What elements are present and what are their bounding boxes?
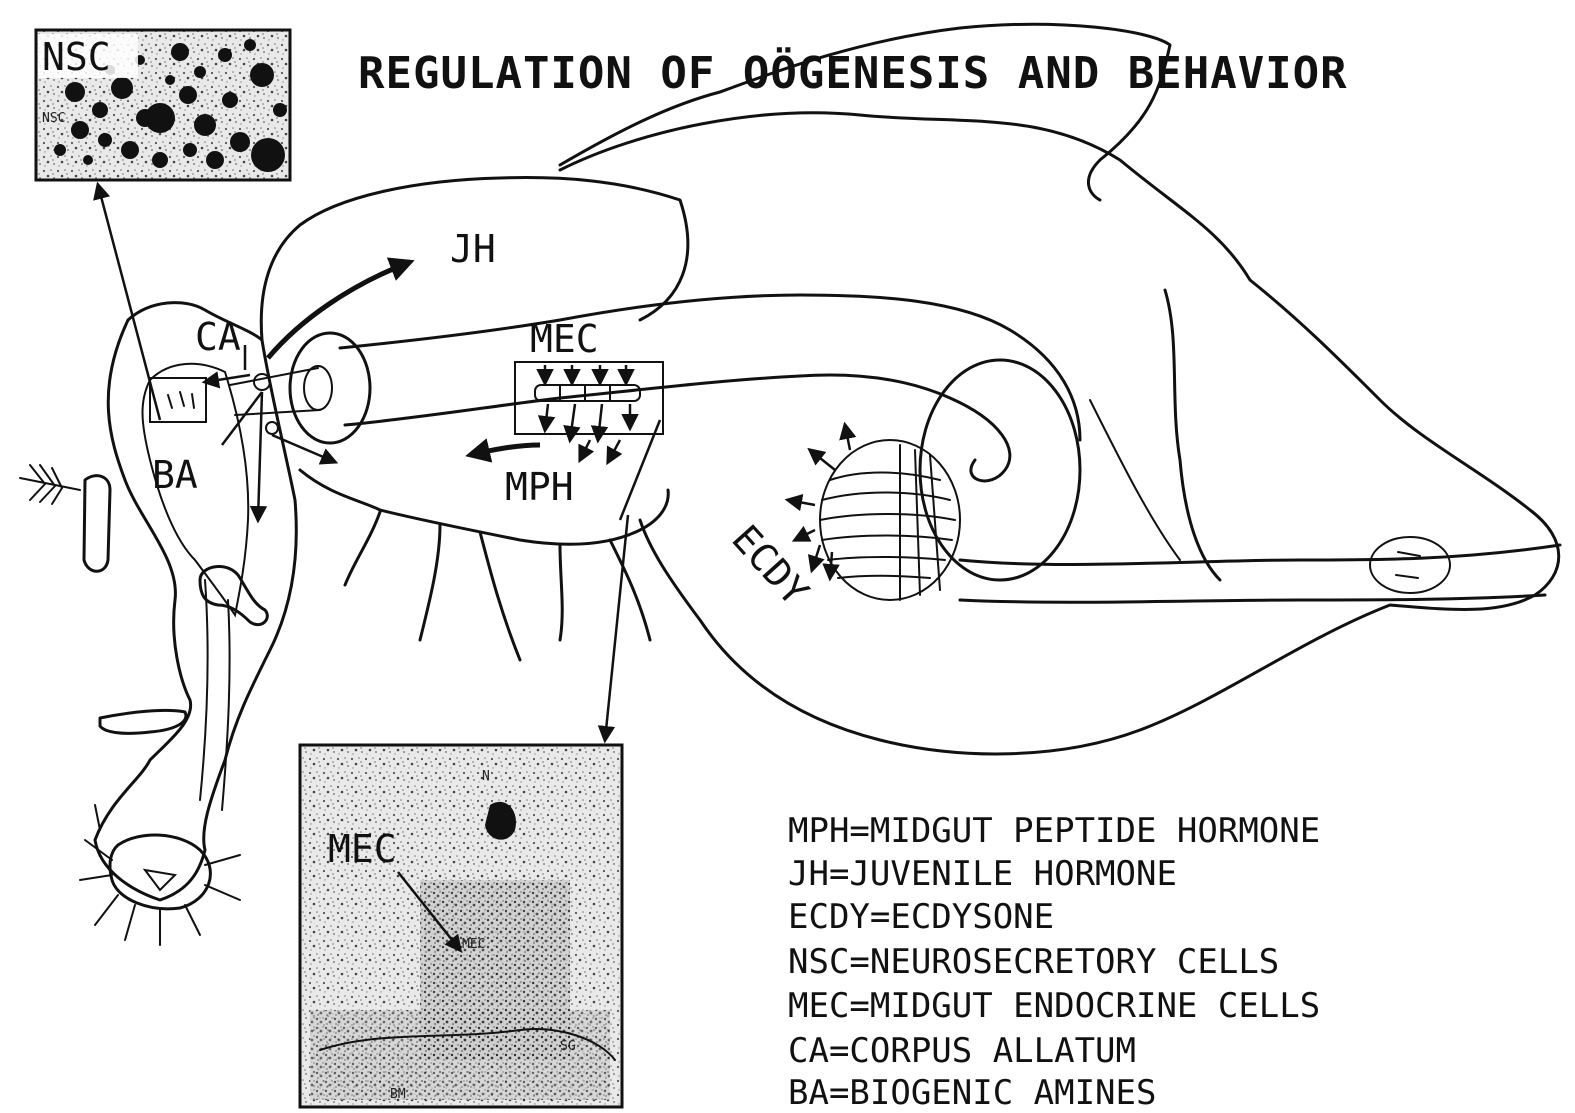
ovary-outline <box>560 113 1559 754</box>
mec-inset-pointer <box>605 515 628 740</box>
ovarioles <box>820 440 960 600</box>
nsc-inset-pointer <box>98 185 160 420</box>
antenna-stub <box>84 476 110 572</box>
mec-inset-sg: SG <box>560 1039 576 1054</box>
nsc-inset-faint-label: NSC <box>42 111 65 126</box>
ecdy-release-arrows <box>788 425 850 578</box>
ganglion-nerves <box>80 805 240 945</box>
legend-item: CA=CORPUS ALLATUM <box>788 1031 1136 1071</box>
ganglion-inner <box>145 870 175 890</box>
oviduct-branch <box>1165 290 1220 580</box>
label-ca: CA <box>195 315 241 359</box>
gut-lower-outline <box>300 470 668 544</box>
oviduct-branch-inner <box>1090 400 1180 560</box>
legend-item: MEC=MIDGUT ENDOCRINE CELLS <box>788 986 1320 1026</box>
crop-ring-outer <box>290 333 370 443</box>
ba-marks <box>168 392 194 408</box>
mec-box <box>515 362 663 434</box>
nsc-inset: NSC NSC <box>36 30 290 180</box>
label-ba: BA <box>152 453 198 497</box>
legend-item: ECDY=ECDYSONE <box>788 897 1054 937</box>
spermatheca-marks <box>1396 552 1420 578</box>
ca-gland <box>254 374 270 390</box>
diagram-title: REGULATION OF OÖGENESIS AND BEHAVIOR <box>358 46 1348 99</box>
legend-item: JH=JUVENILE HORMONE <box>788 854 1177 894</box>
ca-gland-2 <box>266 422 278 434</box>
mec-inset-bm: BM <box>390 1087 406 1102</box>
mec-inset-n: N <box>482 769 490 784</box>
label-jh: JH <box>450 227 496 271</box>
nsc-inset-label: NSC <box>42 35 111 79</box>
label-ecdy: ECDY <box>723 517 817 615</box>
leg-stub <box>100 710 186 733</box>
midgut-tube-lower <box>345 375 1010 481</box>
esophagus-tube <box>200 580 230 810</box>
head-outline <box>95 303 296 900</box>
legend-item: MPH=MIDGUT PEPTIDE HORMONE <box>788 811 1320 851</box>
mec-secretion-arrows <box>545 365 630 462</box>
neck-knob <box>200 566 267 624</box>
antenna-feather <box>20 465 80 504</box>
label-mph: MPH <box>505 465 574 509</box>
crop-ring-inner <box>304 366 332 410</box>
legend: MPH=MIDGUT PEPTIDE HORMONE JH=JUVENILE H… <box>788 811 1320 1113</box>
spermatheca <box>1370 537 1450 593</box>
mec-inset-mec-small: MEC <box>462 937 485 952</box>
legend-item: BA=BIOGENIC AMINES <box>788 1073 1156 1113</box>
mec-inset: MEC N MEC SG BM <box>300 745 622 1107</box>
legend-item: NSC=NEUROSECRETORY CELLS <box>788 942 1279 982</box>
label-mec: MEC <box>530 317 599 361</box>
oviduct-tract <box>960 545 1560 602</box>
mph-arrow <box>470 445 540 455</box>
mec-inset-label: MEC <box>328 827 397 871</box>
